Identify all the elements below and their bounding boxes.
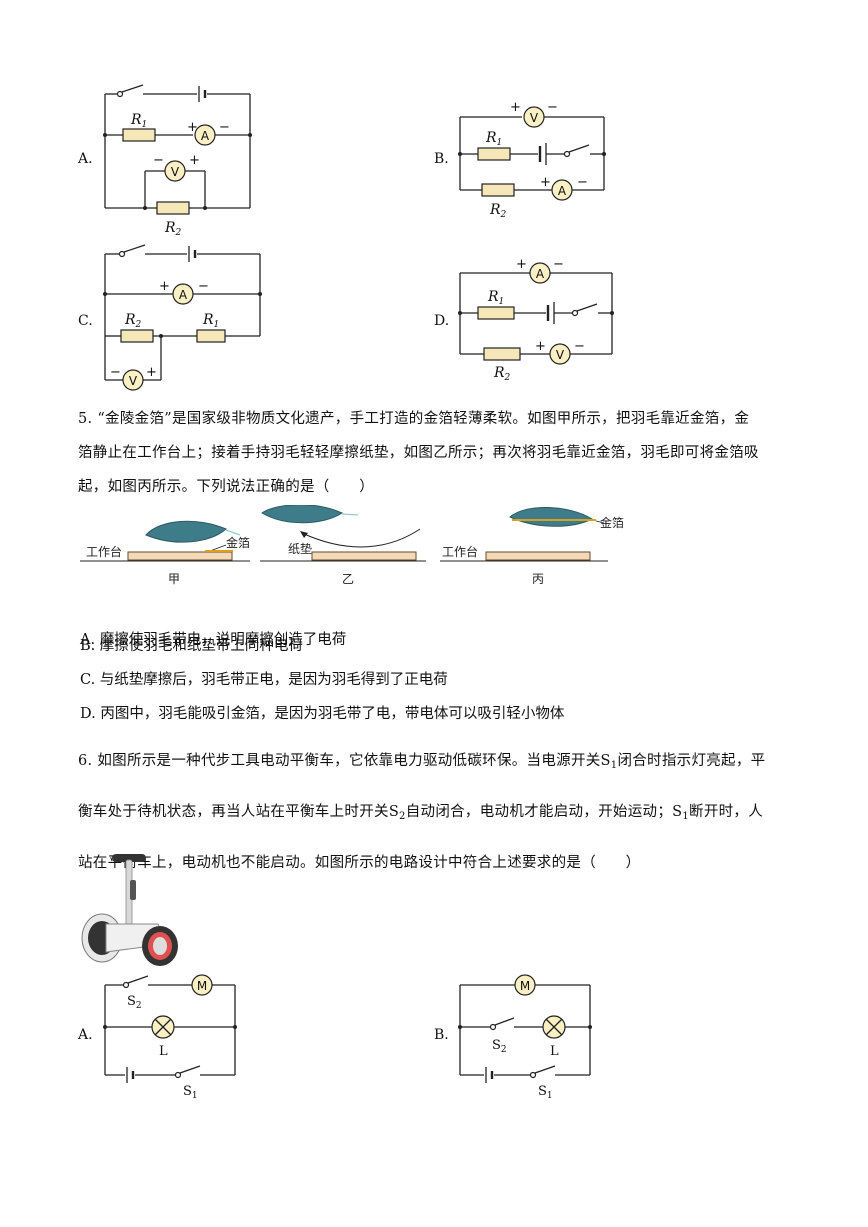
- s1-label: S1: [183, 1084, 198, 1101]
- switch-symbol: [105, 84, 197, 98]
- lamp-label: L: [159, 1044, 168, 1059]
- svg-text:−: −: [547, 100, 558, 115]
- resistor-r1: [477, 147, 511, 161]
- r2-label: R2: [124, 312, 142, 330]
- workbench-label: 工作台: [86, 544, 122, 559]
- svg-text:V: V: [530, 111, 539, 125]
- balance-scooter-image: [81, 854, 178, 966]
- q5-option-a: A. 摩擦使羽毛带电，说明摩擦创造了电荷: [80, 632, 347, 648]
- r1-label: R1: [487, 289, 504, 307]
- svg-text:+: +: [189, 153, 200, 168]
- svg-text:−: −: [153, 153, 164, 168]
- caption-bing: 丙: [532, 572, 544, 586]
- circuit-6a: S2 M L S1: [103, 974, 237, 1101]
- svg-text:V: V: [556, 348, 565, 362]
- q6-option-a-letter: A.: [78, 1027, 93, 1043]
- option-b-letter: B.: [434, 151, 449, 167]
- svg-text:+: +: [159, 279, 170, 294]
- pad-label: 纸垫: [288, 541, 312, 556]
- question-6-text: 6. 如图所示是一种代步工具电动平衡车，它依靠电力驱动低碳环保。当电源开关S1闭…: [78, 738, 798, 886]
- gold-foil: [512, 519, 596, 521]
- q6-line-1: 6. 如图所示是一种代步工具电动平衡车，它依靠电力驱动低碳环保。当电源开关S1闭…: [78, 753, 766, 771]
- svg-text:−: −: [553, 257, 564, 272]
- gold-foil: [205, 550, 233, 552]
- figure-jia: 工作台 金箔 甲: [80, 520, 250, 586]
- resistor-r1: [122, 128, 156, 142]
- workbench-label: 工作台: [442, 544, 478, 559]
- resistor-r1: [477, 306, 515, 320]
- svg-text:A: A: [201, 129, 210, 143]
- s1-label: S1: [538, 1084, 553, 1101]
- resistor-r2: [156, 201, 190, 215]
- svg-text:−: −: [219, 120, 230, 135]
- circuit-4a: R1 + A − R2 V − +: [103, 84, 252, 238]
- q5-option-b-text: B. 摩擦使羽毛和纸垫带上同种电荷: [80, 638, 303, 654]
- r2-label: R2: [164, 220, 182, 238]
- r1-label: R1: [202, 312, 219, 330]
- caption-yi: 乙: [342, 572, 354, 586]
- circuit-4d: + A − R1 R2 + V −: [458, 257, 614, 383]
- foil-label: 金箔: [600, 515, 624, 530]
- q5-line-2: 箔静止在工作台上；接着手持羽毛轻轻摩擦纸垫，如图乙所示；再次将羽毛靠近金箔，羽毛…: [78, 445, 759, 461]
- s2-label: S2: [492, 1038, 507, 1055]
- svg-text:+: +: [146, 365, 157, 380]
- circuit-4c: + A − R2 R1 V − +: [103, 244, 262, 391]
- svg-text:−: −: [110, 365, 121, 380]
- r1-label: R1: [130, 112, 147, 130]
- r1-label: R1: [485, 130, 502, 148]
- svg-text:−: −: [574, 339, 585, 354]
- svg-text:−: −: [198, 279, 209, 294]
- q5-line-3: 起，如图丙所示。下列说法正确的是（ ）: [78, 479, 374, 495]
- circuit-4b: + V − R1 R2 + A −: [458, 100, 606, 220]
- q5-option-d: D. 丙图中，羽毛能吸引金箔，是因为羽毛带了电，带电体可以吸引轻小物体: [80, 706, 565, 722]
- svg-text:+: +: [510, 100, 521, 115]
- q5-option-c: C. 与纸垫摩擦后，羽毛带正电，是因为羽毛得到了正电荷: [80, 672, 448, 688]
- q5-line-1: 5. “金陵金箔”是国家级非物质文化遗产，手工打造的金箔轻薄柔软。如图甲所示，把…: [78, 411, 750, 427]
- svg-text:A: A: [558, 184, 567, 198]
- svg-text:−: −: [577, 175, 588, 190]
- r2-label: R2: [489, 202, 507, 220]
- q6-option-b-letter: B.: [434, 1027, 449, 1043]
- resistor-r2: [481, 183, 515, 197]
- question-5-text: 5. “金陵金箔”是国家级非物质文化遗产，手工打造的金箔轻薄柔软。如图甲所示，把…: [78, 402, 798, 504]
- svg-text:+: +: [516, 257, 527, 272]
- resistor-r1: [196, 329, 226, 343]
- resistor-r2: [483, 347, 521, 361]
- svg-text:M: M: [520, 979, 530, 993]
- svg-text:+: +: [540, 175, 551, 190]
- feather-icon: [145, 520, 227, 543]
- feather-icon: [261, 505, 344, 524]
- svg-text:A: A: [536, 267, 545, 281]
- svg-text:V: V: [129, 374, 138, 388]
- option-a-letter: A.: [78, 151, 93, 167]
- q6-line-2: 衡车处于待机状态，再当人站在平衡车上时开关S2自动闭合，电动机才能启动，开始运动…: [78, 804, 764, 822]
- option-c-letter: C.: [78, 313, 93, 329]
- feather-icon: [509, 507, 594, 527]
- svg-text:+: +: [535, 339, 546, 354]
- caption-jia: 甲: [168, 572, 180, 586]
- lamp-label: L: [550, 1044, 559, 1059]
- svg-text:V: V: [171, 165, 180, 179]
- figure-bing: 金箔 工作台 丙: [440, 507, 624, 586]
- svg-text:+: +: [187, 120, 198, 135]
- q5-figure: 工作台 金箔 甲 纸垫 乙 金箔 工作台 丙: [80, 505, 624, 586]
- q6-line-3: 站在平衡车上，电动机也不能启动。如图所示的电路设计中符合上述要求的是（ ）: [78, 855, 641, 871]
- circuit-6b: M S2 L S1: [458, 974, 592, 1101]
- battery-symbol: [198, 86, 250, 102]
- r2-label: R2: [493, 365, 511, 383]
- figure-yi: 纸垫 乙: [260, 505, 426, 586]
- foil-label: 金箔: [226, 535, 250, 550]
- option-d-letter: D.: [434, 313, 450, 329]
- s2-label: S2: [127, 994, 142, 1011]
- resistor-r2: [120, 329, 154, 343]
- svg-text:M: M: [197, 979, 207, 993]
- svg-text:A: A: [179, 288, 188, 302]
